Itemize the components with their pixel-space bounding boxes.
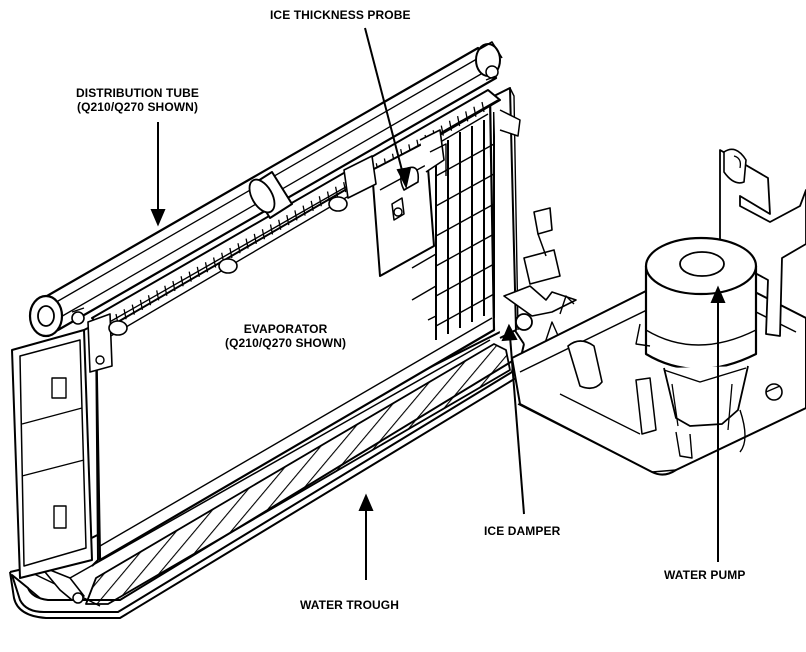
rail-slot: [147, 295, 152, 306]
rail-slot: [269, 224, 274, 235]
rail-slot: [172, 280, 176, 292]
leader-arrows: [150, 27, 726, 580]
ice-damper-leader: [509, 335, 525, 515]
rail-slot: [156, 290, 160, 301]
rail-slot: [139, 299, 144, 311]
rail-slot: [286, 214, 290, 226]
distribution-tube-drawing: [28, 41, 503, 338]
rail-slot: [204, 262, 209, 273]
rail-slot: [481, 101, 485, 113]
rail-slot: [294, 210, 298, 221]
rail-slot: [123, 309, 127, 320]
distribution-tube-arrowhead: [150, 209, 166, 227]
water-trough-text: WATER TROUGH: [300, 598, 399, 612]
rail-slot: [196, 266, 200, 278]
ice-thickness-probe-text: ICE THICKNESS PROBE: [270, 8, 411, 22]
rail-slot: [180, 276, 184, 287]
evaporator-label: EVAPORATOR (Q210/Q270 SHOWN): [225, 322, 346, 350]
ice-thickness-probe-drawing: [343, 129, 447, 277]
ice-damper-drawing: [503, 207, 577, 347]
rail-slot: [302, 205, 306, 216]
rail-slot: [318, 196, 322, 207]
rail-slot: [473, 106, 477, 117]
water-pump-arrowhead: [710, 285, 726, 303]
rail-slot: [131, 304, 135, 315]
distribution-tube-text-line2: (Q210/Q270 SHOWN): [76, 100, 199, 114]
rail-slot: [229, 247, 233, 259]
rail-slot: [334, 186, 339, 197]
rail-slot: [465, 111, 469, 122]
ice-thickness-probe-label: ICE THICKNESS PROBE: [270, 8, 411, 22]
rail-slot: [212, 257, 217, 268]
water-trough-arrowhead: [358, 493, 374, 511]
water-pump-label: WATER PUMP: [664, 568, 745, 582]
rail-slot: [310, 200, 314, 212]
ice-damper-label: ICE DAMPER: [484, 524, 560, 538]
evaporator-text-line2: (Q210/Q270 SHOWN): [225, 336, 347, 350]
ice-damper-text: ICE DAMPER: [484, 524, 561, 538]
water-trough-label: WATER TROUGH: [300, 598, 399, 612]
rail-slot: [164, 285, 168, 296]
water-pump-drawing: [511, 148, 806, 476]
distribution-tube-label: DISTRIBUTION TUBE (Q210/Q270 SHOWN): [76, 86, 199, 114]
ice-damper-arrowhead: [501, 323, 518, 342]
rail-slot: [448, 120, 453, 131]
rail-slot: [188, 271, 192, 282]
rail-slot: [343, 181, 347, 193]
water-pump-text: WATER PUMP: [664, 568, 746, 582]
rail-slot: [261, 229, 266, 240]
rail-slot: [456, 115, 461, 127]
rail-slot: [253, 233, 257, 245]
evaporator-text-line1: EVAPORATOR: [243, 322, 328, 336]
ice-thickness-probe-arrowhead: [396, 166, 412, 189]
rail-slot: [326, 191, 331, 202]
distribution-tube-text-line1: DISTRIBUTION TUBE: [76, 86, 200, 100]
rail-slot: [440, 125, 444, 136]
rail-slot: [237, 243, 241, 254]
rail-slot: [278, 219, 282, 230]
ice-thickness-probe-leader: [364, 27, 405, 179]
rail-slot: [245, 238, 249, 249]
